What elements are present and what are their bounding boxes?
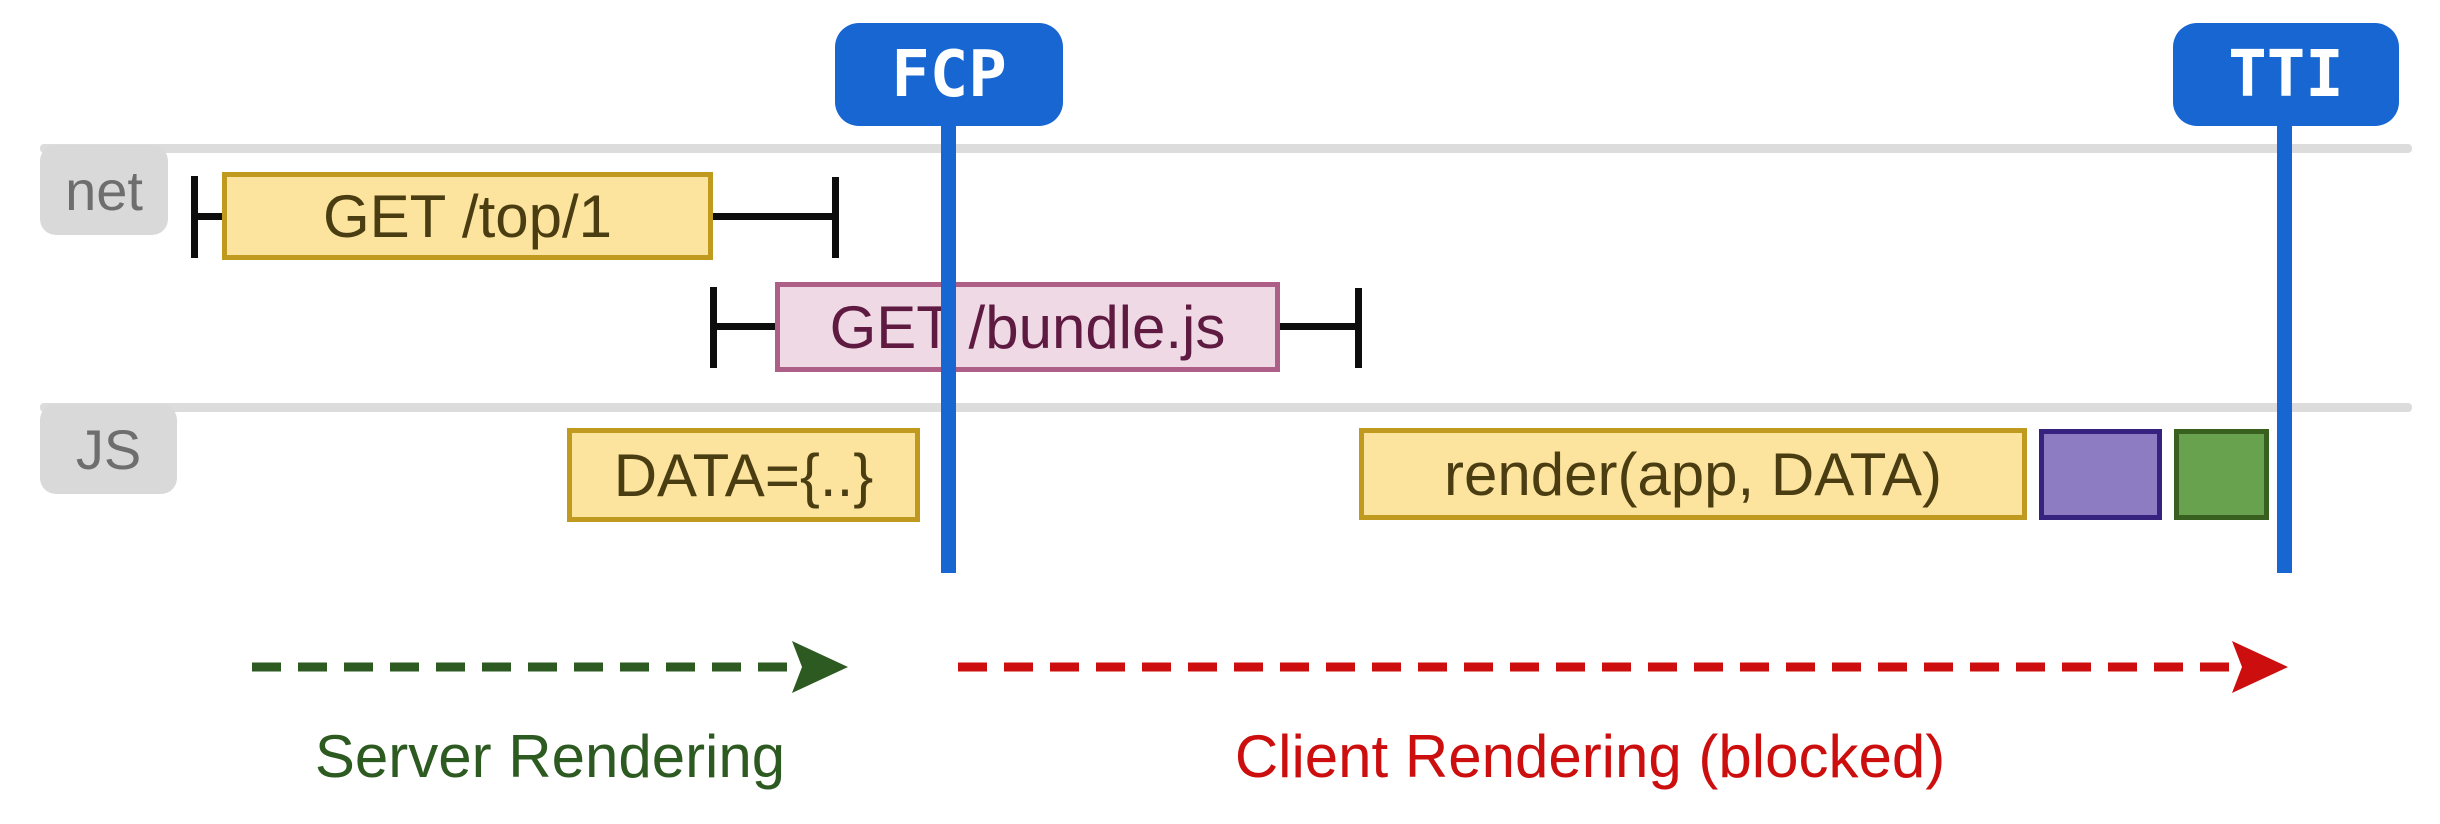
request-top1-box: GET /top/1: [222, 172, 713, 260]
server-rendering-label: Server Rendering: [314, 723, 786, 790]
request-bundle-start-tick: [710, 287, 717, 368]
tti-marker-badge: TTI: [2173, 23, 2399, 126]
net-track-line: [40, 144, 2412, 153]
task-render-box: render(app, DATA): [1359, 428, 2027, 520]
client-rendering-label: Client Rendering (blocked): [1234, 723, 1946, 790]
server-rendering-arrow: [252, 641, 848, 693]
request-top1-start-tick: [191, 176, 198, 258]
request-bundle-end-connector: [1280, 323, 1357, 330]
task-data-label: DATA={..}: [613, 441, 874, 509]
js-track-label-text: JS: [75, 417, 142, 481]
request-top1-end-tick: [832, 177, 839, 258]
task-render-label: render(app, DATA): [1444, 440, 1942, 508]
task-purple-box: [2039, 429, 2162, 520]
fcp-marker-label: FCP: [891, 37, 1007, 112]
request-top1-label: GET /top/1: [322, 182, 613, 250]
js-track-label: JS: [40, 404, 177, 494]
request-bundle-label: GET /bundle.js: [829, 293, 1226, 361]
tti-marker-line: [2277, 125, 2292, 573]
request-bundle-start-connector: [717, 323, 775, 330]
net-track-label-text: net: [65, 158, 143, 222]
task-green-box: [2174, 429, 2269, 520]
fcp-marker-line: [941, 125, 956, 573]
task-data-box: DATA={..}: [567, 428, 920, 522]
tti-marker-label: TTI: [2228, 37, 2344, 112]
js-track-line: [40, 403, 2412, 412]
client-rendering-arrow: [958, 641, 2288, 693]
request-bundle-end-tick: [1355, 288, 1362, 368]
request-top1-start-connector: [198, 213, 222, 220]
net-track-label: net: [40, 145, 168, 235]
fcp-marker-badge: FCP: [835, 23, 1063, 126]
request-top1-end-connector: [713, 213, 835, 220]
request-bundle-box: GET /bundle.js: [775, 282, 1280, 372]
